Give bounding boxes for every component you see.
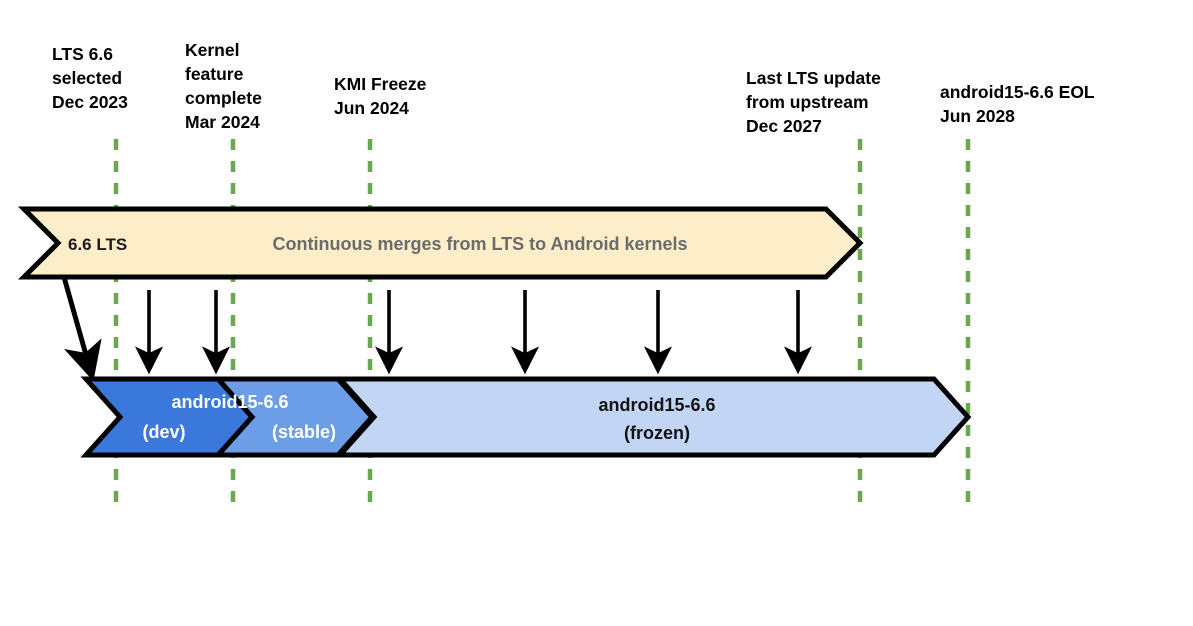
merge-arrow-diagonal xyxy=(61,276,102,382)
milestone-lines-group xyxy=(113,139,971,506)
lts-bar-left-label: 6.6 LTS xyxy=(68,235,127,254)
milestone-label-last-lts-update: Last LTS update from upstream Dec 2027 xyxy=(746,68,925,136)
merge-arrows-group xyxy=(61,276,813,382)
android-bar: android15-6.6 (dev) (stable) android15-6… xyxy=(80,376,972,458)
android-segment-frozen-subtitle: (frozen) xyxy=(624,423,690,443)
android-segment-dev-subtitle: (dev) xyxy=(142,422,185,442)
milestone-label-kernel-feature-complete: Kernel feature complete Mar 2024 xyxy=(185,40,306,132)
milestone-labels-group: LTS 6.6 selected Dec 2023 Kernel feature… xyxy=(52,40,1138,136)
lts-bar-shape xyxy=(17,206,864,280)
lts-bar-merge-label: Continuous merges from LTS to Android ke… xyxy=(272,234,687,254)
android-segment-stable-subtitle: (stable) xyxy=(272,422,336,442)
lts-bar: 6.6 LTS Continuous merges from LTS to An… xyxy=(17,206,864,280)
milestone-label-lts-selected: LTS 6.6 selected Dec 2023 xyxy=(52,44,166,112)
android-segment-dev-title: android15-6.6 xyxy=(171,392,288,412)
android-segment-frozen-title: android15-6.6 xyxy=(598,395,715,415)
android-segment-dev-shape xyxy=(80,376,256,458)
milestone-label-android15-eol: android15-6.6 EOL Jun 2028 xyxy=(940,82,1138,126)
android-segment-frozen-shape xyxy=(334,376,972,458)
milestone-label-kmi-freeze: KMI Freeze Jun 2024 xyxy=(334,74,470,118)
